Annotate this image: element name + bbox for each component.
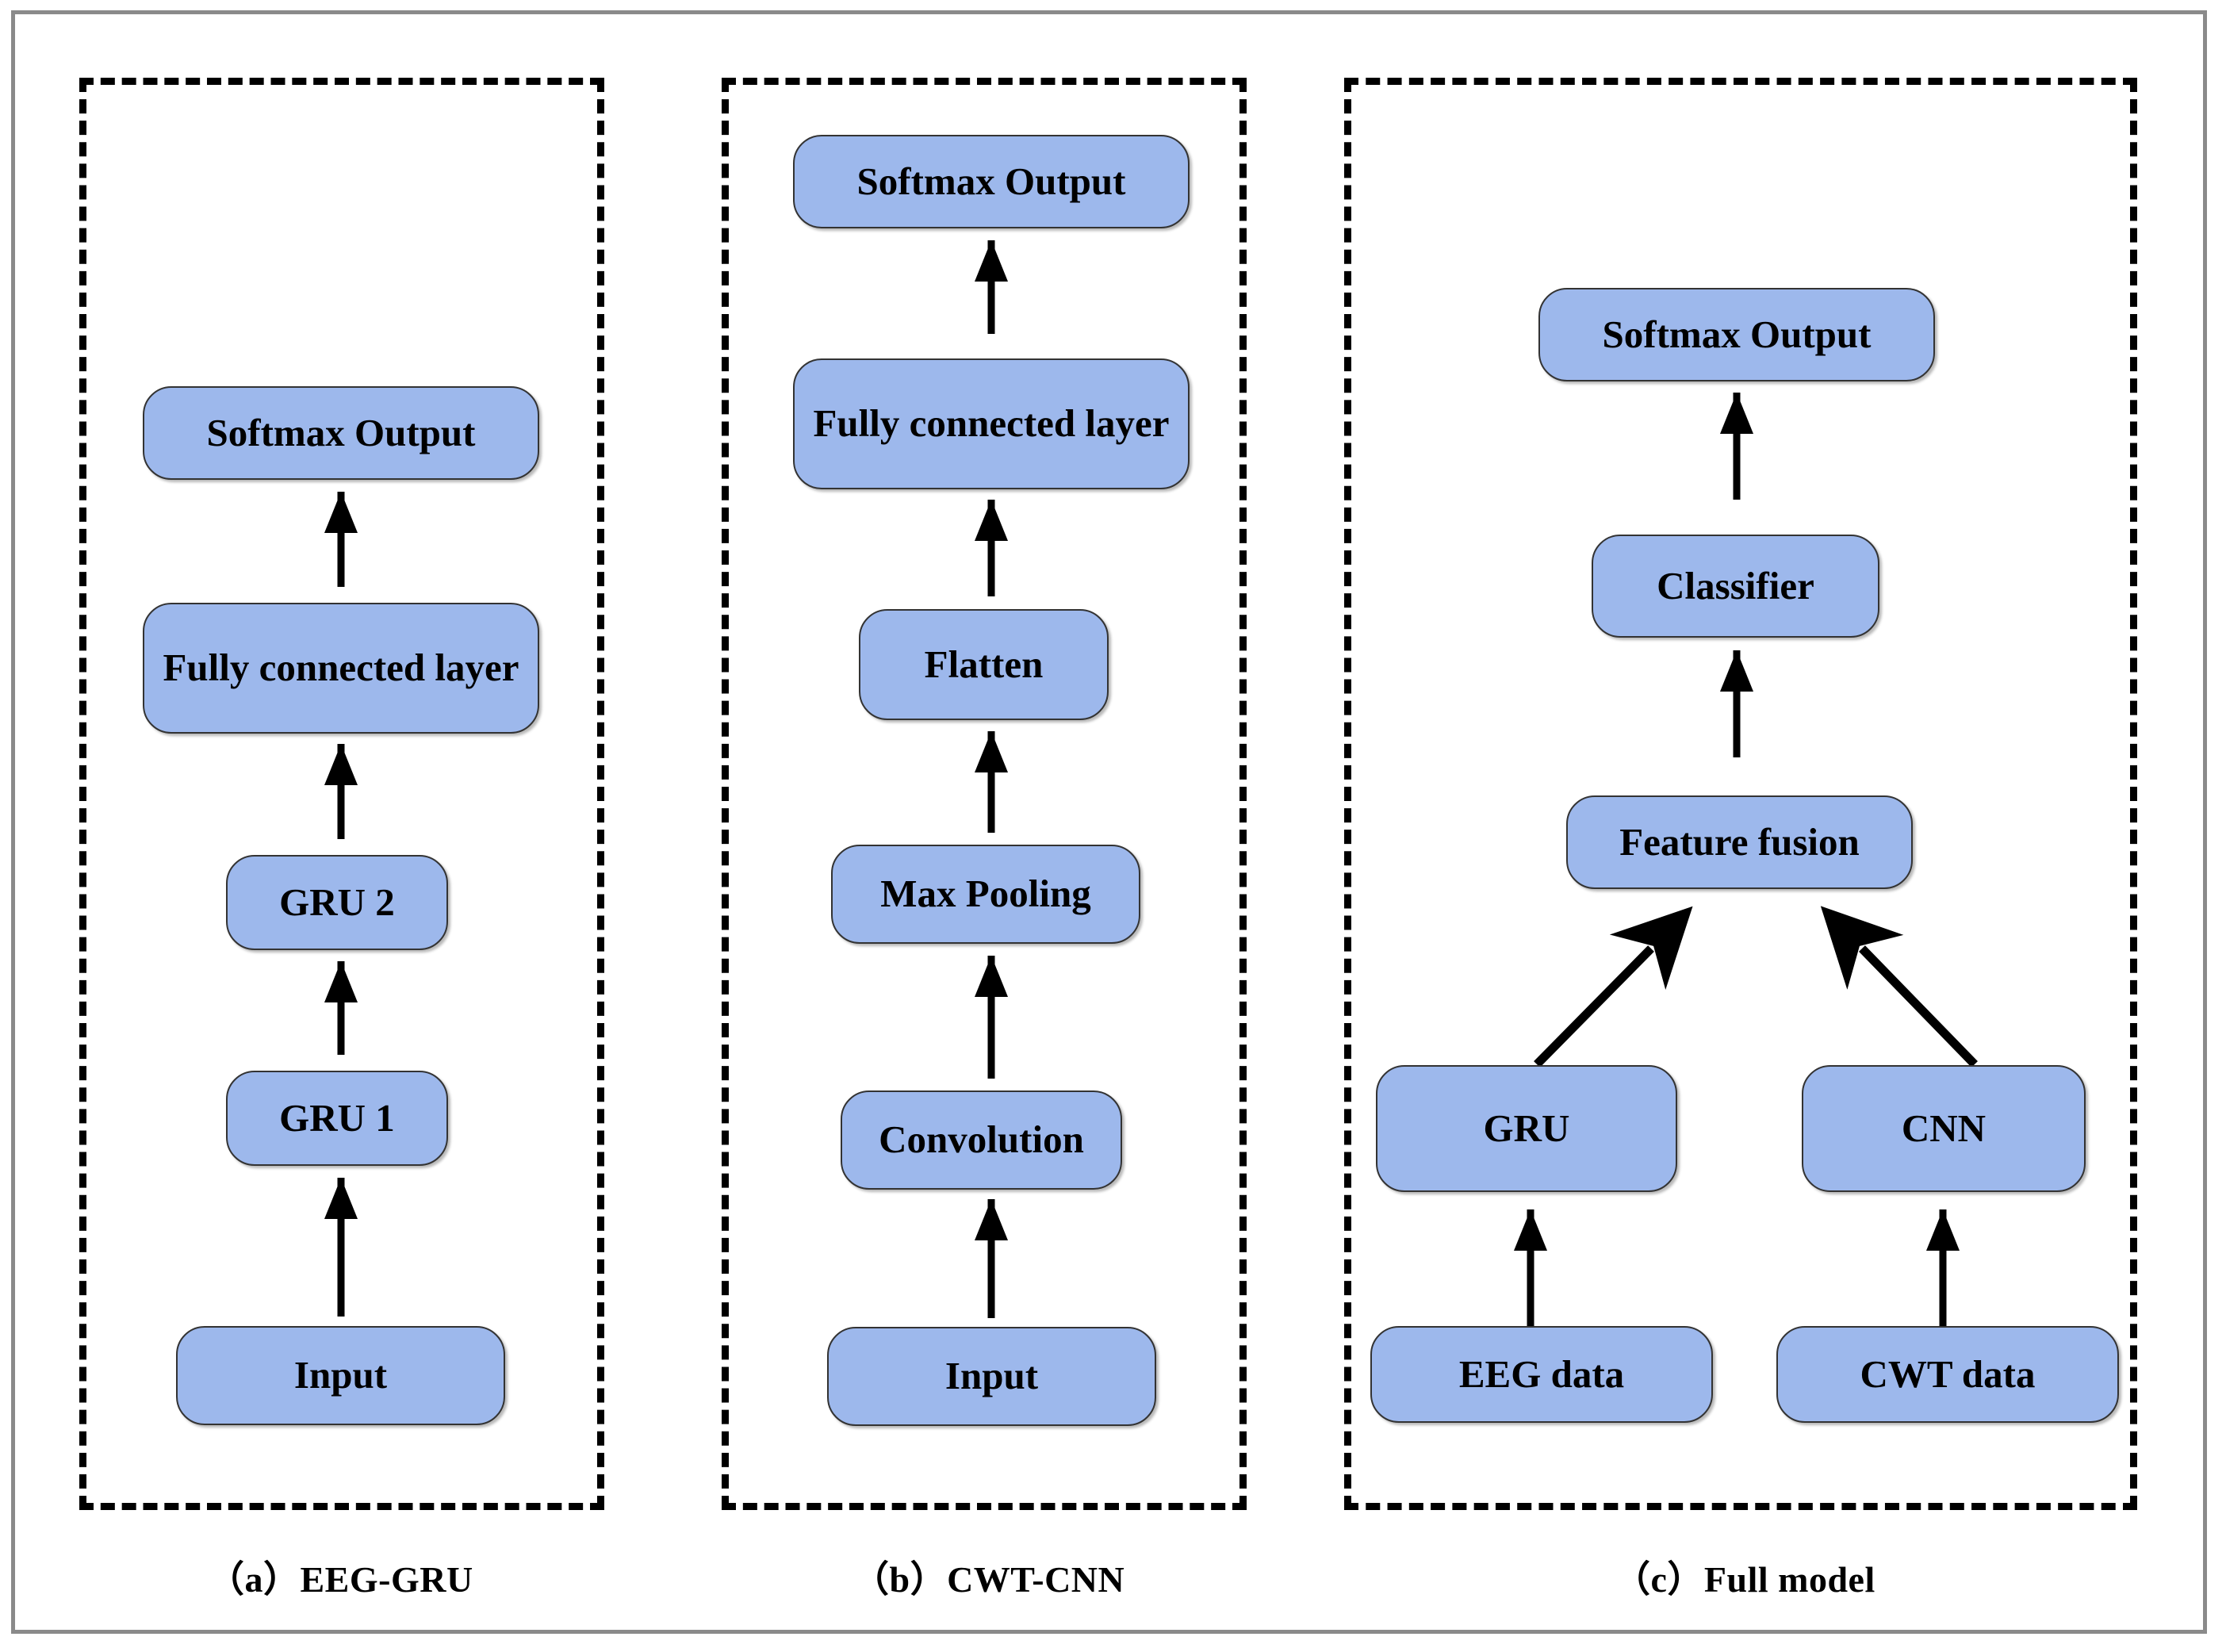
node-b-fully-connected-layer[interactable]: Fully connected layer (793, 358, 1190, 489)
arrow-head (1720, 393, 1753, 434)
panel-c-caption: （c）Full model (1614, 1559, 1875, 1600)
arrow-head (324, 492, 358, 533)
arrow-head (324, 961, 358, 1002)
arrow-shaft (987, 731, 995, 833)
node-a-gru-2[interactable]: GRU 2 (226, 855, 448, 950)
arrow-head (324, 744, 358, 785)
arrow-shaft (987, 500, 995, 596)
panel-b-caption: （b）CWT-CNN (852, 1559, 1125, 1600)
arrow-head (975, 240, 1008, 282)
node-c-feature-fusion[interactable]: Feature fusion (1566, 795, 1913, 889)
node-b-softmax-output[interactable]: Softmax Output (793, 135, 1190, 228)
node-c-cwt-data[interactable]: CWT data (1776, 1326, 2119, 1423)
arrow-head (1926, 1209, 1960, 1251)
node-c-cnn[interactable]: CNN (1802, 1065, 2086, 1192)
node-b-max-pooling[interactable]: Max Pooling (831, 845, 1140, 944)
node-b-convolution[interactable]: Convolution (841, 1090, 1122, 1190)
arrow-shaft (987, 240, 995, 334)
arrow-shaft (987, 956, 995, 1079)
node-c-softmax-output[interactable]: Softmax Output (1538, 288, 1935, 381)
arrow-shaft (987, 1199, 995, 1318)
arrow-head (975, 956, 1008, 997)
arrow-shaft (337, 492, 345, 587)
node-b-input[interactable]: Input (827, 1327, 1156, 1426)
arrow-head (324, 1178, 358, 1219)
node-c-gru[interactable]: GRU (1376, 1065, 1677, 1192)
arrow-shaft (1733, 393, 1741, 500)
arrow-shaft (337, 1178, 345, 1317)
arrow-shaft (1939, 1209, 1947, 1327)
node-a-fully-connected-layer[interactable]: Fully connected layer (143, 603, 539, 734)
panel-a-caption: （a）EEG-GRU (208, 1559, 473, 1600)
panel-a-eeg-gru (79, 78, 604, 1510)
arrow-head (975, 500, 1008, 541)
node-a-softmax-output[interactable]: Softmax Output (143, 386, 539, 480)
arrow-c-gru-to-fusion (1531, 906, 1693, 1067)
panel-c-full-model (1344, 78, 2137, 1510)
node-c-classifier[interactable]: Classifier (1592, 535, 1879, 638)
arrow-head (975, 731, 1008, 772)
arrow-head (975, 1199, 1008, 1240)
arrow-shaft (1527, 1209, 1534, 1327)
node-c-eeg-data[interactable]: EEG data (1370, 1326, 1713, 1423)
arrow-shaft (337, 961, 345, 1055)
figure-outer-frame (11, 10, 2207, 1634)
arrow-head (1514, 1209, 1547, 1251)
panel-b-cwt-cnn (722, 78, 1247, 1510)
node-b-flatten[interactable]: Flatten (859, 609, 1109, 720)
arrow-head (1720, 650, 1753, 692)
node-a-input[interactable]: Input (176, 1326, 505, 1425)
arrow-shaft (1733, 650, 1741, 757)
arrow-shaft (337, 744, 345, 839)
arrow-c-cnn-to-fusion (1820, 906, 1998, 1067)
node-a-gru-1[interactable]: GRU 1 (226, 1071, 448, 1166)
